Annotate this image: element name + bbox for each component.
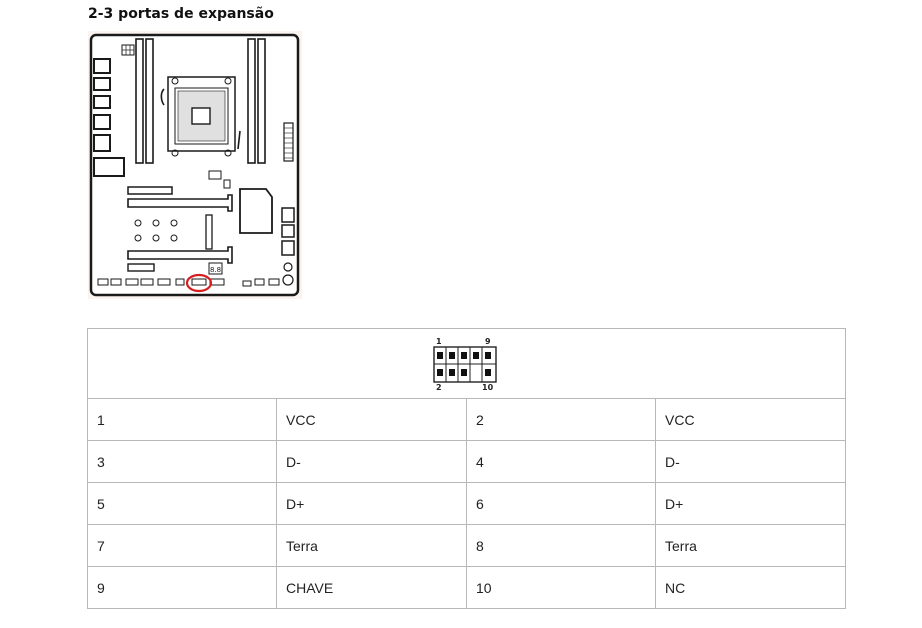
pin-signal-cell: VCC: [655, 398, 846, 441]
table-row: 9 CHAVE 10 NC: [87, 566, 846, 609]
connector-pin-diagram: 1 9 2: [432, 337, 497, 392]
table-row: 7 Terra 8 Terra: [87, 524, 846, 567]
pin-number-cell: 9: [87, 566, 277, 609]
pin-signal-cell: D+: [655, 482, 846, 525]
pin-number-cell: 10: [466, 566, 656, 609]
pin-number-cell: 4: [466, 440, 656, 483]
section-title: 2-3 portas de expansão: [88, 6, 274, 22]
pin-label-1: 1: [436, 337, 442, 346]
pin-label-2: 2: [436, 383, 442, 392]
pin-label-9: 9: [485, 337, 491, 346]
table-row: 3 D- 4 D-: [87, 440, 846, 483]
pin-signal-cell: D+: [276, 482, 467, 525]
pin-signal-cell: NC: [655, 566, 846, 609]
pin-signal-cell: VCC: [276, 398, 467, 441]
pin-signal-cell: CHAVE: [276, 566, 467, 609]
table-row: 5 D+ 6 D+: [87, 482, 846, 525]
expansion-port-highlight: [185, 273, 213, 293]
pin-number-cell: 3: [87, 440, 277, 483]
debug-led-label: 8.8: [210, 266, 221, 274]
connector-header-row: 1 9 2: [87, 328, 846, 399]
pin-label-10: 10: [482, 383, 494, 392]
pin-signal-cell: D-: [276, 440, 467, 483]
pin-number-cell: 6: [466, 482, 656, 525]
connector-diagram-cell: 1 9 2: [87, 328, 846, 399]
pin-number-cell: 1: [87, 398, 277, 441]
pin-number-cell: 7: [87, 524, 277, 567]
pin-number-cell: 8: [466, 524, 656, 567]
pin-signal-cell: Terra: [655, 524, 846, 567]
table-row: 1 VCC 2 VCC: [87, 398, 846, 441]
pin-number-cell: 2: [466, 398, 656, 441]
motherboard-diagram: 8.8: [88, 31, 302, 299]
pinout-table: 1 9 2: [87, 328, 846, 609]
pin-number-cell: 5: [87, 482, 277, 525]
pin-signal-cell: D-: [655, 440, 846, 483]
pin-signal-cell: Terra: [276, 524, 467, 567]
